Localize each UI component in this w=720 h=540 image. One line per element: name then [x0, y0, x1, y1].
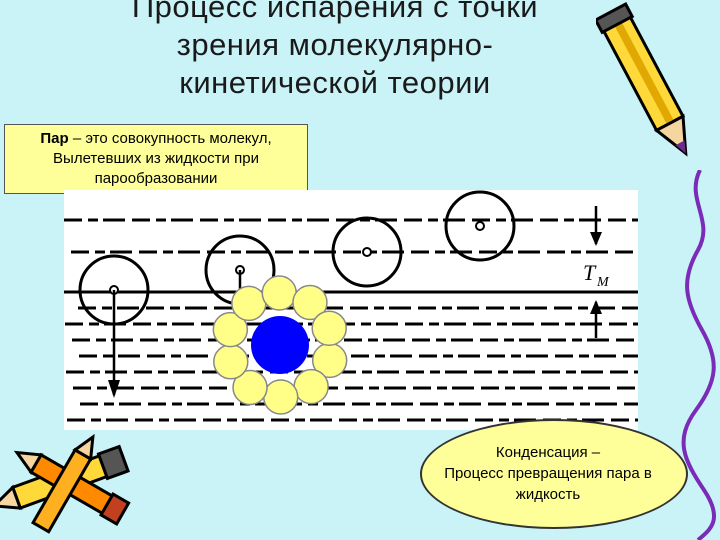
condensation-line-1: Конденсация – — [495, 444, 601, 461]
evaporation-diagram: T M — [64, 190, 638, 430]
arrow-head-down — [108, 380, 120, 398]
liquid-molecule-cluster — [212, 275, 348, 415]
surrounding-molecule — [293, 368, 329, 405]
definition-term: Пар — [40, 130, 69, 147]
vapor-molecule-4 — [444, 190, 516, 262]
dimension-label-subscript: M — [596, 275, 610, 290]
dimension-arrow-bottom-head — [590, 300, 602, 314]
dimension-label: T — [583, 260, 597, 285]
vapor-definition-box: Пар – это совокупность молекул, Вылетевш… — [4, 124, 308, 194]
title-line-2: зрения молекулярно- — [176, 27, 494, 62]
title-line-1: Процесс испарения с точки — [131, 0, 539, 24]
surrounding-molecule — [213, 344, 249, 380]
surrounding-molecule — [231, 285, 267, 322]
definition-line-1-rest: – это совокупность молекул, — [68, 130, 272, 147]
figure-background — [64, 190, 638, 430]
condensation-line-2: Процесс превращения пара в — [444, 465, 652, 482]
surrounding-molecule — [261, 275, 298, 311]
dimension-arrow-top-head — [590, 232, 602, 246]
surrounding-molecule — [232, 369, 268, 406]
definition-line-3: парообразовании — [94, 170, 218, 187]
squiggle-decoration — [681, 170, 716, 540]
liquid-dash-lines — [64, 218, 638, 422]
title-line-3: кинетической теории — [179, 65, 491, 100]
surrounding-molecule — [212, 311, 249, 348]
central-molecule — [251, 316, 309, 374]
pencil-clipart-top-right — [596, 2, 688, 157]
surrounding-molecule — [311, 310, 347, 346]
definition-line-1: Пар – это совокупность молекул, — [11, 129, 301, 149]
surrounding-molecule — [292, 284, 328, 321]
condensation-text: Конденсация – Процесс превращения пара в… — [398, 442, 698, 505]
pencils-clipart-bottom-left — [0, 433, 131, 534]
slide-title: Процесс испарения с точки зрения молекул… — [70, 0, 600, 102]
definition-line-2: Вылетевших из жидкости при — [53, 150, 259, 167]
vapor-molecule-3 — [331, 216, 403, 288]
condensation-ellipse — [420, 419, 688, 529]
condensation-line-3: жидкость — [515, 486, 581, 503]
surrounding-molecule — [262, 379, 299, 415]
